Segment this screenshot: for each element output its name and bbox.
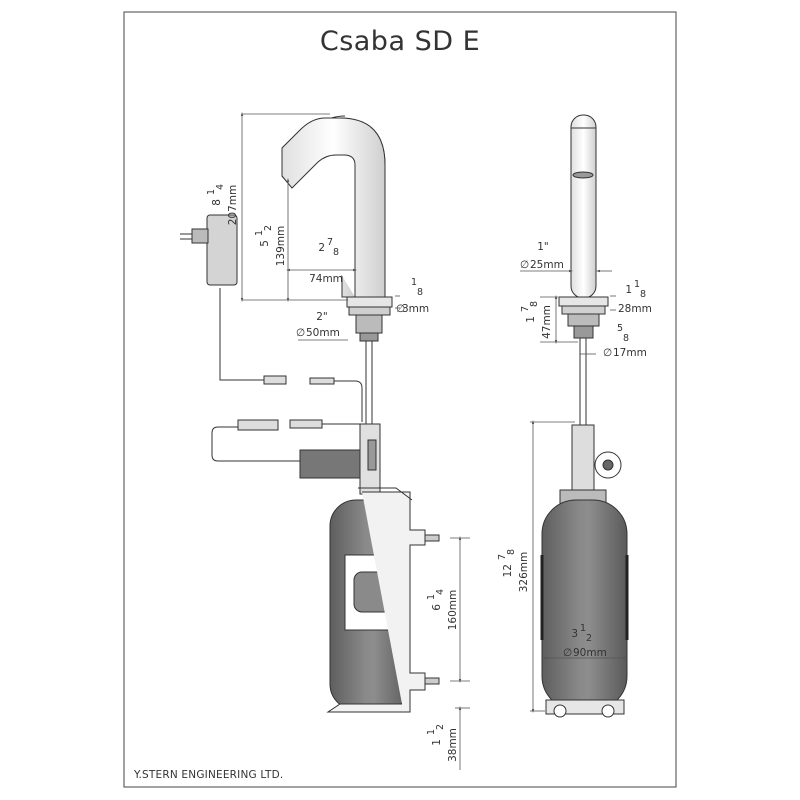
svg-text:25mm: 25mm [530,259,564,271]
svg-text:74mm: 74mm [309,273,343,285]
side-view-dimensions [240,112,470,770]
dim-tank-diameter: 3 1 2 ∅ 90mm [563,623,607,659]
svg-text:2: 2 [435,724,446,730]
svg-text:12: 12 [502,564,514,577]
svg-text:∅: ∅ [296,327,305,339]
svg-text:17mm: 17mm [613,347,647,359]
svg-text:1: 1 [206,189,217,195]
svg-text:7: 7 [327,237,333,248]
company-name: Y.STERN ENGINEERING LTD. [134,769,284,781]
svg-text:2: 2 [263,225,274,231]
svg-text:8: 8 [211,199,223,206]
svg-text:4: 4 [435,589,446,595]
svg-text:8: 8 [506,549,517,555]
dim-deck-thickness: 47mm 1 7 8 [520,301,553,339]
svg-text:7: 7 [520,306,531,312]
faucet-base [346,296,393,308]
svg-text:1: 1 [634,279,640,290]
svg-text:7: 7 [497,554,508,560]
svg-text:∅: ∅ [563,647,572,659]
svg-text:90mm: 90mm [573,647,607,659]
svg-text:1: 1 [254,230,265,236]
drawing-title: Csaba SD E [319,26,481,57]
front-spout [570,114,597,299]
dim-flange: 1 1 8 28mm [618,279,652,315]
svg-text:2": 2" [316,311,328,323]
svg-text:38mm: 38mm [447,728,459,762]
svg-text:3: 3 [571,628,578,640]
mounting-bracket [326,491,426,713]
front-view-dimensions [520,269,627,713]
svg-text:1: 1 [426,594,437,600]
power-adapter [206,214,238,286]
dim-height-spout: 139mm 5 1 2 [254,225,287,266]
svg-text:1: 1 [580,623,586,634]
svg-text:8: 8 [333,247,339,258]
dim-bottom-clearance: 38mm 1 1 2 [426,724,459,762]
front-valve [571,424,595,491]
dim-mount-spacing: 160mm 6 1 4 [426,589,459,630]
svg-text:160mm: 160mm [447,590,459,631]
svg-text:8: 8 [529,301,540,307]
svg-text:139mm: 139mm [275,226,287,267]
dim-spout-diameter: 1" ∅ 25mm [520,241,564,271]
dim-hole-small: 1 8 3mm ∅ [396,277,429,315]
dim-base-diameter: 2" ∅ 50mm [296,311,340,339]
svg-text:∅: ∅ [396,303,405,315]
svg-text:1: 1 [525,316,537,323]
svg-text:3mm: 3mm [402,303,429,315]
svg-text:1: 1 [411,277,417,288]
svg-text:1": 1" [537,241,549,253]
control-box [299,449,363,479]
svg-text:8: 8 [417,287,423,298]
svg-text:5: 5 [259,240,271,247]
svg-text:1: 1 [625,284,632,296]
svg-text:47mm: 47mm [541,305,553,339]
svg-text:28mm: 28mm [618,303,652,315]
power-cable [219,288,265,381]
svg-text:1: 1 [426,729,437,735]
svg-text:8: 8 [623,333,629,344]
svg-text:2: 2 [586,633,592,644]
svg-text:∅: ∅ [603,347,612,359]
svg-text:1: 1 [431,739,443,746]
svg-text:50mm: 50mm [306,327,340,339]
svg-text:207mm: 207mm [227,185,239,226]
sensor-cable [211,426,300,462]
side-view [180,115,440,713]
front-tank [541,499,628,711]
svg-text:326mm: 326mm [518,552,530,593]
dim-reach: 2 7 8 74mm [309,237,343,285]
svg-text:∅: ∅ [520,259,529,271]
svg-text:8: 8 [640,289,646,300]
dim-height-overall: 207mm 8 1 4 [206,184,239,225]
sheet-border [123,11,677,788]
dim-shank: 5 8 ∅ 17mm [603,323,647,359]
svg-text:2: 2 [318,242,325,254]
svg-text:5: 5 [617,323,623,334]
dim-tank-height: 326mm 12 7 8 [497,549,530,592]
svg-text:4: 4 [215,184,226,190]
svg-text:6: 6 [431,604,443,611]
